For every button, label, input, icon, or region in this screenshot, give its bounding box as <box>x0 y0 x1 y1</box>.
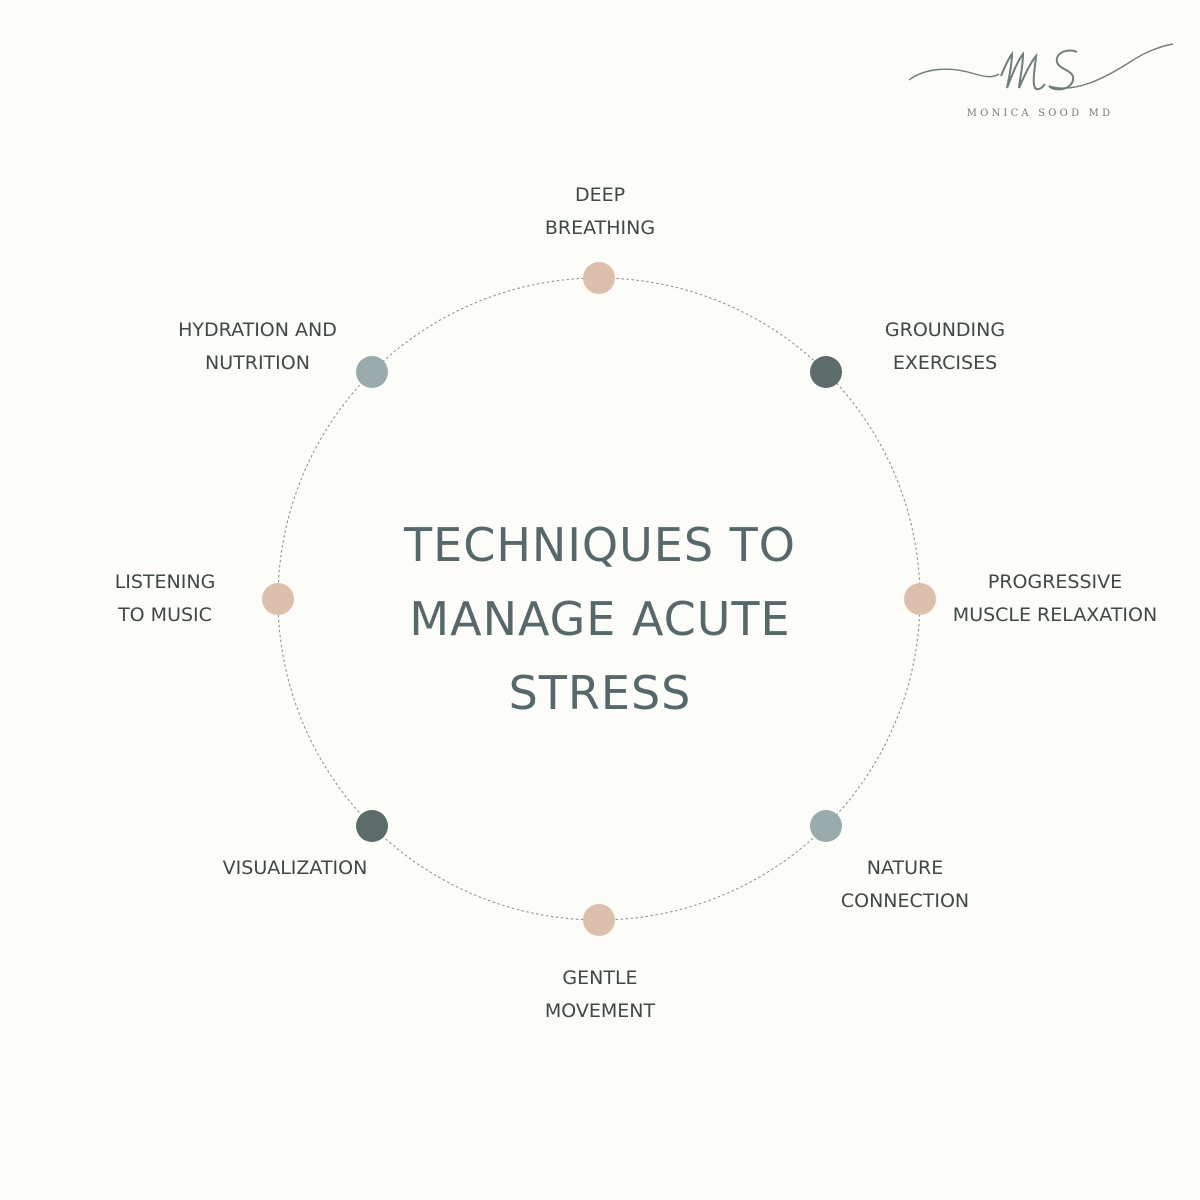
label-line: GENTLE <box>562 967 638 989</box>
label-line: TO MUSIC <box>118 604 212 626</box>
label-listening-to-music: LISTENING TO MUSIC <box>60 566 270 632</box>
technique-dot <box>583 904 615 936</box>
technique-dot <box>904 583 936 615</box>
label-progressive-muscle-relaxation: PROGRESSIVE MUSCLE RELAXATION <box>940 566 1170 632</box>
title-line-3: STRESS <box>508 666 692 720</box>
brand-logo: MONICA SOOD MD <box>905 38 1175 128</box>
title-line-1: TECHNIQUES TO <box>404 518 796 572</box>
label-nature-connection: NATURE CONNECTION <box>810 852 1000 918</box>
technique-dot <box>356 356 388 388</box>
label-line: NATURE <box>866 857 944 879</box>
label-line: HYDRATION AND <box>178 319 337 341</box>
logo-right-swash <box>1048 43 1174 89</box>
label-line: BREATHING <box>544 217 656 239</box>
technique-dot <box>810 810 842 842</box>
label-line: CONNECTION <box>840 890 970 912</box>
logo-left-swash <box>908 68 1000 81</box>
technique-dot <box>356 810 388 842</box>
technique-dot <box>583 262 615 294</box>
label-line: DEEP <box>574 184 626 206</box>
label-line: GROUNDING <box>884 319 1006 341</box>
label-line: NUTRITION <box>205 352 310 374</box>
label-line: PROGRESSIVE <box>987 571 1123 593</box>
label-gentle-movement: GENTLE MOVEMENT <box>500 962 700 1028</box>
label-hydration-and-nutrition: HYDRATION AND NUTRITION <box>150 314 365 380</box>
logo-m-letter <box>1000 50 1046 91</box>
label-line: LISTENING <box>114 571 216 593</box>
brand-name: MONICA SOOD MD <box>966 108 1114 119</box>
logo-s-letter <box>1048 49 1078 91</box>
technique-dot <box>810 356 842 388</box>
diagram-title: TECHNIQUES TO MANAGE ACUTE STRESS <box>350 508 850 730</box>
label-line: MOVEMENT <box>544 1000 656 1022</box>
title-line-2: MANAGE ACUTE <box>409 592 791 646</box>
ms-monogram-logo <box>908 43 1174 91</box>
technique-dot <box>262 583 294 615</box>
technique-dots <box>262 262 936 936</box>
label-visualization: VISUALIZATION <box>195 852 395 885</box>
label-line: EXERCISES <box>892 352 998 374</box>
label-line: VISUALIZATION <box>222 857 368 879</box>
label-deep-breathing: DEEP BREATHING <box>500 179 700 245</box>
label-grounding-exercises: GROUNDING EXERCISES <box>840 314 1050 380</box>
label-line: MUSCLE RELAXATION <box>952 604 1158 626</box>
